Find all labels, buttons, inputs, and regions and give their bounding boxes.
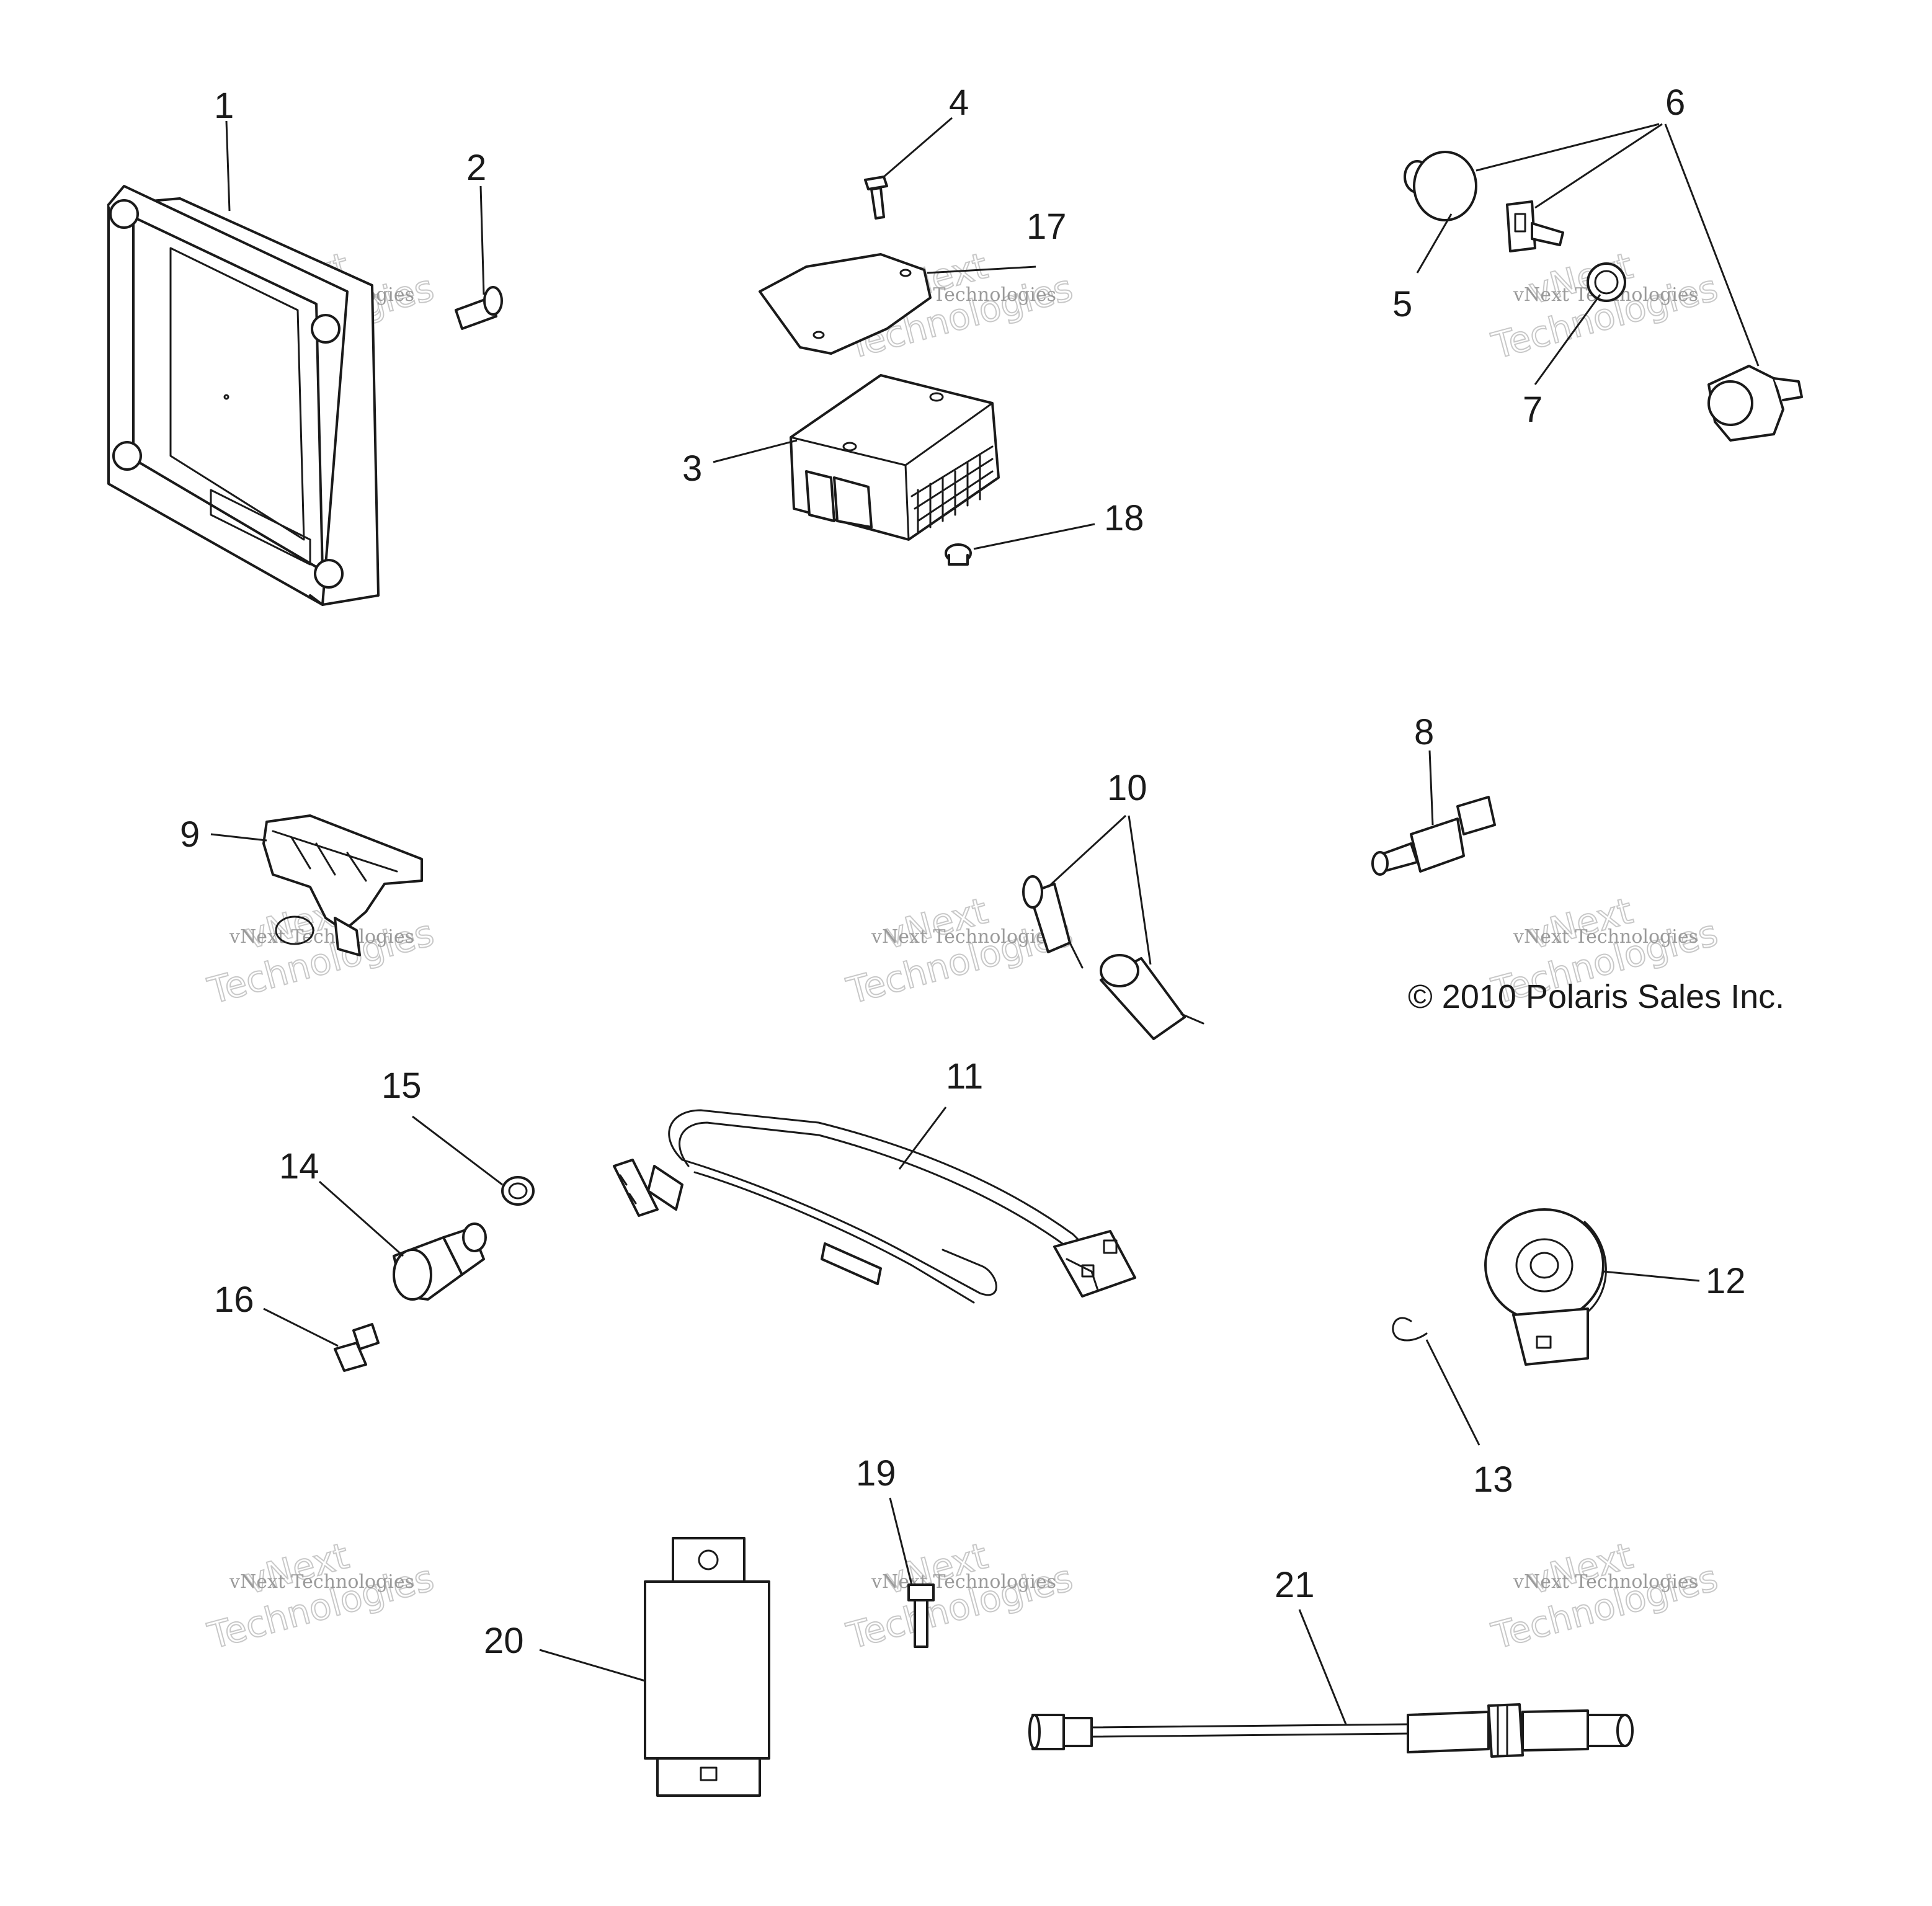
copyright-text: © 2010 Polaris Sales Inc. — [1408, 978, 1784, 1015]
part-10-boot — [1100, 954, 1204, 1040]
part-2-pin — [455, 286, 503, 330]
callout-12: 12 — [1706, 1261, 1746, 1301]
watermark-6-label: vNext Technologies — [1513, 926, 1698, 948]
watermark-4-label: vNext Technologies — [229, 926, 414, 948]
callout-4: 4 — [949, 82, 969, 123]
callout-20: 20 — [484, 1621, 524, 1661]
watermark-5-label: vNext Technologies — [871, 926, 1056, 948]
callout-17: 17 — [1026, 207, 1067, 247]
callout-1: 1 — [214, 86, 234, 126]
callout-7: 7 — [1523, 390, 1542, 430]
part-16-bolt — [334, 1323, 380, 1372]
part-7-washer — [1587, 262, 1626, 302]
callout-18: 18 — [1104, 498, 1144, 538]
part-14-crank-sensor — [393, 1222, 487, 1301]
callout-13: 13 — [1473, 1459, 1513, 1500]
part-10-sensor — [1022, 875, 1084, 969]
part-3-control-module — [790, 374, 1000, 541]
part-6-key — [1506, 200, 1564, 252]
callout-16: 16 — [214, 1280, 254, 1320]
part-12-knock-sensor — [1484, 1208, 1607, 1366]
watermark-7-label: vNext Technologies — [229, 1571, 414, 1593]
part-18-grommet — [945, 543, 972, 566]
callout-11: 11 — [946, 1056, 983, 1097]
callout-10: 10 — [1107, 768, 1147, 808]
part-5-switch-cap — [1404, 151, 1477, 221]
callout-15: 15 — [381, 1066, 422, 1106]
callout-5: 5 — [1392, 284, 1412, 324]
part-19-bolt — [907, 1583, 935, 1648]
callout-19: 19 — [856, 1453, 896, 1494]
leader-lines — [210, 117, 1760, 1725]
callout-14: 14 — [279, 1146, 319, 1187]
part-15-o-ring — [501, 1176, 535, 1206]
callout-3: 3 — [682, 448, 702, 489]
callout-8: 8 — [1414, 712, 1434, 752]
watermark-9-label: vNext Technologies — [1513, 1571, 1698, 1593]
callout-2: 2 — [466, 148, 486, 188]
callout-9: 9 — [180, 814, 200, 855]
part-20-relay — [644, 1537, 770, 1797]
part-11-wire-harness — [613, 1109, 1136, 1304]
watermark-8-label: vNext Technologies — [871, 1571, 1056, 1593]
part-13-clip — [1392, 1317, 1428, 1342]
part-17-cover-plate — [759, 253, 932, 355]
part-21-oxygen-sensor — [1028, 1703, 1634, 1758]
part-8-temp-sensor — [1371, 796, 1496, 876]
callout-6: 6 — [1665, 82, 1685, 123]
part-9-map-sensor — [262, 814, 423, 956]
part-4-bolt — [864, 176, 888, 220]
part-1-ecu-module — [107, 185, 380, 606]
callout-21: 21 — [1275, 1565, 1315, 1605]
part-6-switch-body — [1707, 365, 1803, 442]
